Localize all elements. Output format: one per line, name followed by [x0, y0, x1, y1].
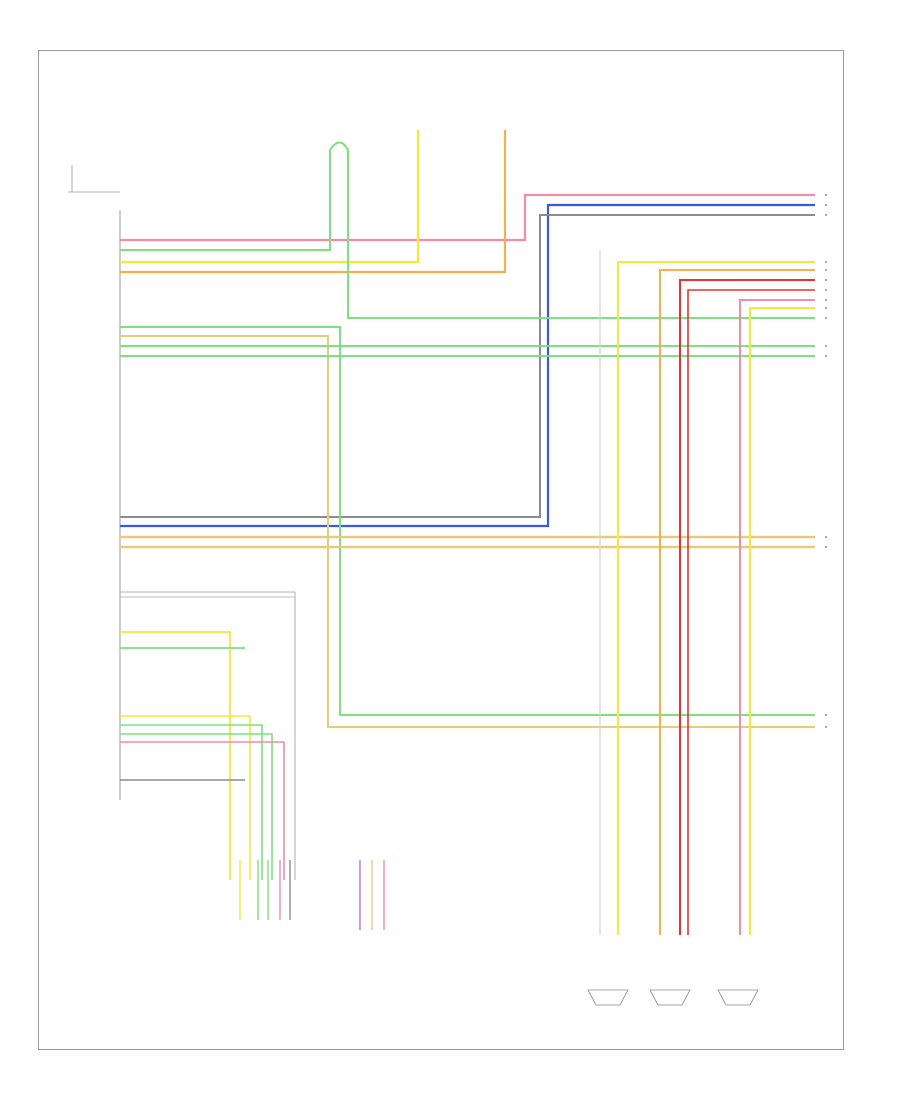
diagram-frame [38, 50, 844, 1050]
wire-pink [120, 193, 815, 242]
wire-yellow-top [120, 130, 420, 264]
wire-green-low-3 [120, 733, 273, 880]
wire-tan-1 [120, 335, 815, 728]
wire-orange-top [120, 130, 507, 274]
wire-orange-spk [659, 269, 815, 935]
wire-gray [120, 214, 815, 518]
right-terminals [825, 194, 827, 728]
wire-pink-spk [739, 299, 815, 935]
wire-red-spk-2 [687, 289, 815, 935]
wire-yellow-low-2 [120, 715, 251, 880]
speaker-3 [717, 989, 759, 1006]
wire-blue [120, 203, 815, 528]
wire-yellow-spk-2 [749, 307, 815, 935]
wire-pink-low [120, 741, 285, 880]
wire-green-low-2 [120, 724, 263, 880]
wire-red-spk-1 [679, 279, 815, 935]
wire-green-1 [120, 326, 815, 716]
wire-green-antenna [120, 150, 331, 251]
speaker-2 [649, 989, 691, 1006]
antenna-lead [329, 141, 815, 319]
wire-yellow-low [120, 631, 231, 880]
speaker-1 [587, 989, 629, 1006]
radio-module [68, 165, 296, 880]
wire-yellow-spk [617, 261, 815, 935]
